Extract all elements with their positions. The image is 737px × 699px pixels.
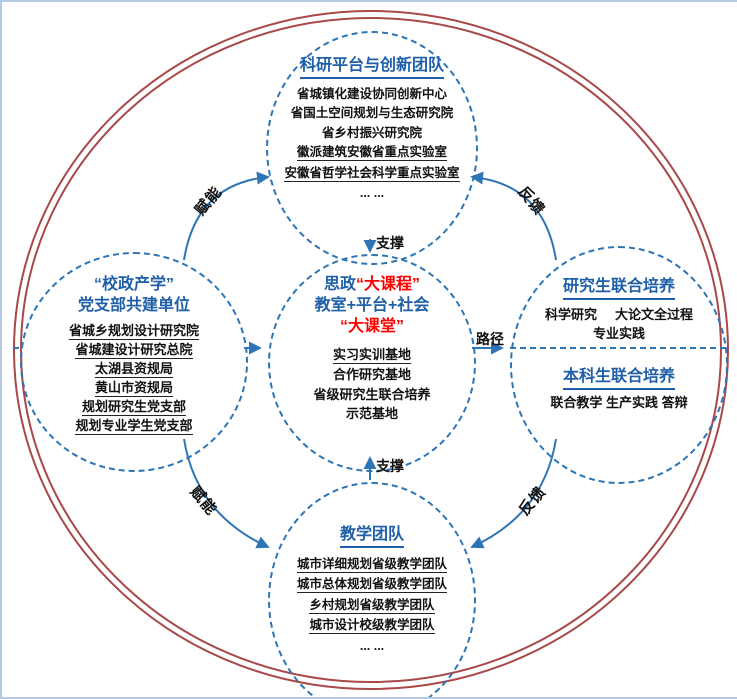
- teaching-team-item: 城市详细规划省级教学团队: [296, 556, 447, 573]
- research-item: 安徽省哲学社会科学重点实验室: [284, 165, 460, 182]
- course-heading-prefix: 思政: [323, 276, 356, 293]
- feedback-top-curve: [470, 171, 557, 261]
- graduate-item-thesis: 大论文全过程: [615, 306, 694, 322]
- party-unit-item: 省城建设计研究总院: [75, 341, 193, 359]
- empower-top-curve: [183, 171, 270, 261]
- support-bottom-label: 支撑: [376, 458, 404, 474]
- party-title-line2: 党支部共建单位: [77, 297, 190, 314]
- research-item: 省城镇化建设协同创新中心: [296, 86, 447, 101]
- teaching-team-circle: 教学团队 城市详细规划省级教学团队 城市总体规划省级教学团队 乡村规划省级教学团…: [268, 482, 476, 697]
- course-base-items: 实习实训基地 合作研究基地 省级研究生联合培养 示范基地: [313, 343, 430, 425]
- party-items: 省城乡规划设计研究院 省城建设计研究总院 太湖县资规局 黄山市资规局 规划研究生…: [68, 321, 199, 437]
- party-unit-item: 规划专业学生党支部: [75, 417, 193, 435]
- course-heading-highlight2: “大课堂”: [339, 318, 404, 335]
- party-unit-item: 规划研究生党支部: [81, 398, 186, 416]
- party-unit-item: 省城乡规划设计研究院: [68, 322, 199, 340]
- graduate-item-practice: 专业实践: [592, 326, 645, 341]
- teaching-team-ellipsis: ... ...: [359, 638, 385, 653]
- course-heading-line1: 思政“大课程”: [324, 274, 420, 295]
- research-item: 徽派建筑安徽省重点实验室: [296, 145, 447, 161]
- course-heading-line2: 教室+平台+社会: [314, 297, 430, 314]
- course-heading-highlight1: “大课程”: [356, 276, 421, 293]
- party-units-circle: “校政产学” 党支部共建单位 省城乡规划设计研究院 省城建设计研究总院 太湖县资…: [20, 252, 248, 472]
- undergraduate-section: 本科生联合培养 联合教学 生产实践 答辩: [550, 366, 687, 413]
- graduate-item-research: 科学研究: [544, 306, 597, 322]
- research-platform-title: 科研平台与创新团队: [299, 55, 444, 79]
- course-core-circle: 思政“大课程” 教室+平台+社会 “大课堂” 实习实训基地 合作研究基地 省级研…: [268, 254, 476, 472]
- teaching-team-item: 城市设计校级教学团队: [309, 618, 435, 634]
- teaching-team-item: 城市总体规划省级教学团队: [296, 577, 447, 593]
- research-platform-circle: 科研平台与创新团队 省城镇化建设协同创新中心 省国土空间规划与生态研究院 省乡村…: [266, 31, 478, 265]
- party-unit-item: 太湖县资规局: [94, 360, 173, 378]
- research-item: 省乡村振兴研究院: [321, 125, 422, 140]
- course-base-item: 合作研究基地: [332, 367, 411, 382]
- support-top-label: 支撑: [376, 235, 404, 251]
- graduate-training-title: 研究生联合培养: [562, 276, 675, 300]
- path-label: 路径: [476, 331, 504, 347]
- teaching-team-item: 乡村规划省级教学团队: [309, 597, 435, 614]
- party-title-line1: “校政产学”: [93, 276, 174, 293]
- party-unit-item: 黄山市资规局: [94, 379, 173, 397]
- teaching-team-title: 教学团队: [339, 524, 404, 548]
- research-item: 省国土空间规划与生态研究院: [290, 106, 454, 120]
- course-base-item: 示范基地: [345, 406, 398, 421]
- undergraduate-items: 联合教学 生产实践 答辩: [550, 395, 688, 410]
- joint-training-circle: 研究生联合培养 科学研究 大论文全过程 专业实践 本科生联合培养 联合教学 生产…: [510, 246, 728, 484]
- graduate-training-row: 科学研究 大论文全过程: [545, 305, 693, 325]
- course-base-item: 实习实训基地: [332, 346, 411, 364]
- course-base-item: 省级研究生联合培养: [313, 386, 431, 402]
- research-item-ellipsis: ... ...: [359, 186, 385, 200]
- undergraduate-training-title: 本科生联合培养: [562, 366, 675, 390]
